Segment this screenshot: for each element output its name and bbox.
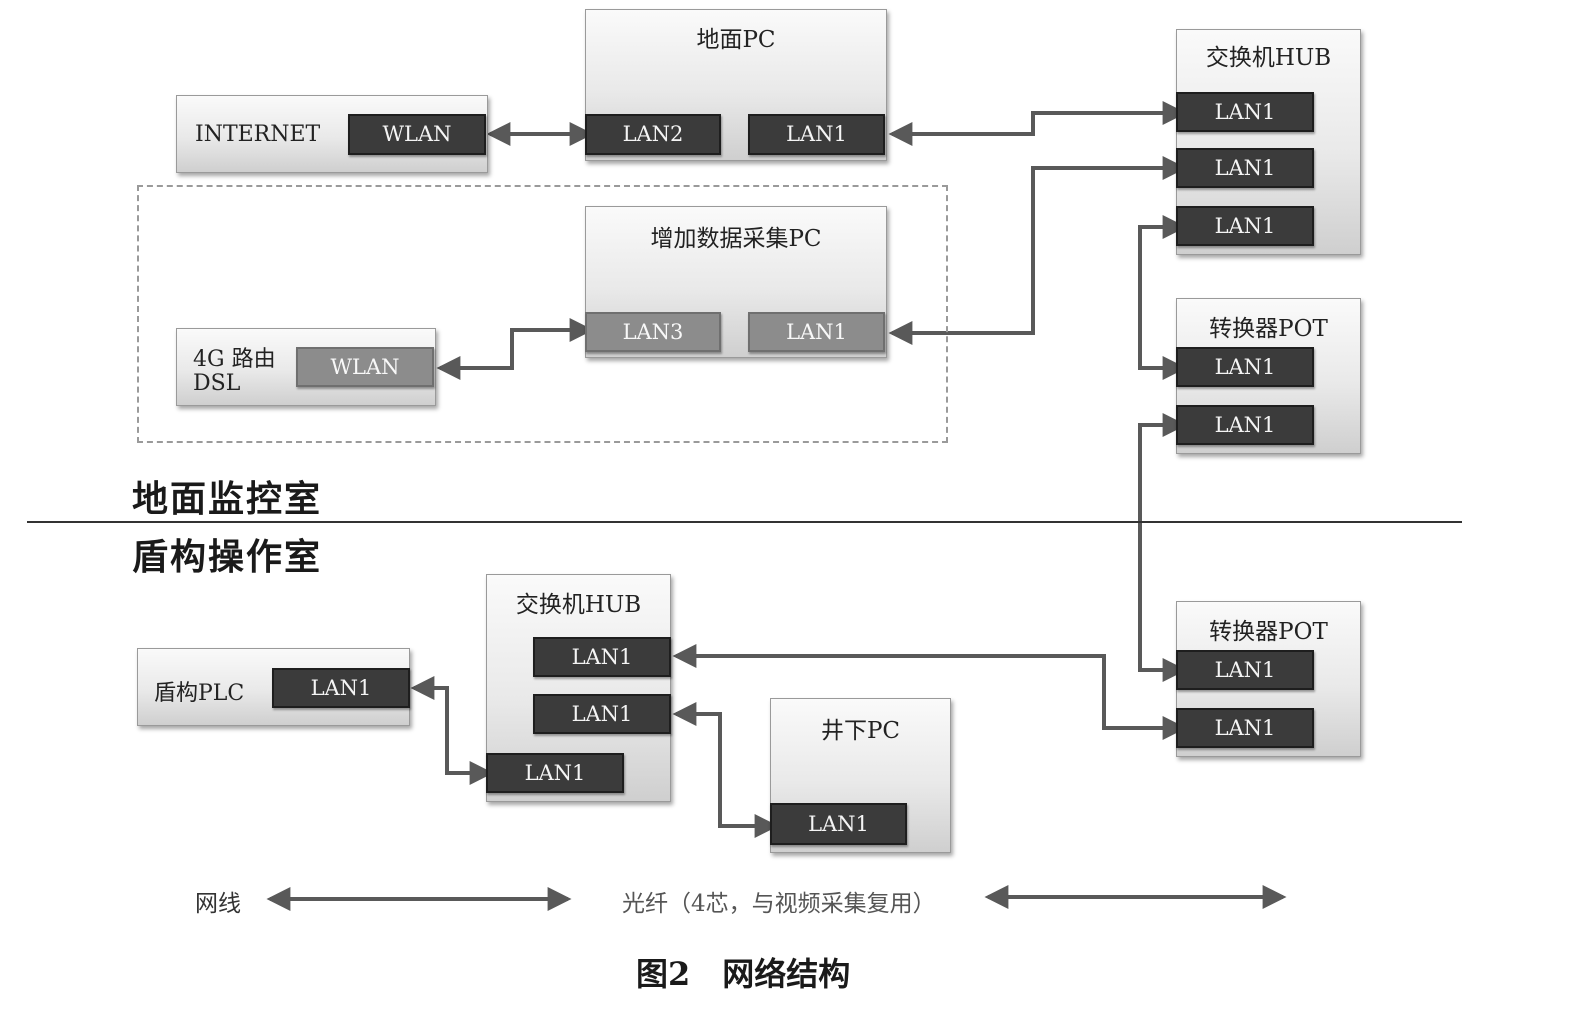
link-bottomhub2-underground xyxy=(672,702,779,838)
top-hub-port-2: LAN1 xyxy=(1176,148,1314,188)
top-hub-title: 交换机HUB xyxy=(1205,45,1332,71)
shield-room-label: 盾构操作室 xyxy=(132,536,323,578)
bottom-converter-port-2: LAN1 xyxy=(1176,708,1314,748)
legend-cable-label: 网线 xyxy=(195,891,241,917)
added-equipment-group xyxy=(137,185,948,443)
link-hub3-converter1 xyxy=(1138,215,1187,380)
router-label-line1: 4G 路由 xyxy=(193,347,276,372)
added-pc-lan3-port: LAN3 xyxy=(585,312,721,352)
internet-box: INTERNET xyxy=(176,95,488,173)
link-groundpc-hub1 xyxy=(888,101,1187,146)
internet-label: INTERNET xyxy=(195,122,321,147)
top-converter-title: 转换器POT xyxy=(1209,316,1328,342)
ground-pc-lan1-port: LAN1 xyxy=(748,114,885,155)
link-bottomhub1-converter2 xyxy=(672,644,1187,740)
top-converter-port-1: LAN1 xyxy=(1176,347,1314,387)
underground-pc-title: 井下PC xyxy=(820,718,901,744)
internet-wlan-port: WLAN xyxy=(348,114,486,155)
top-hub-port-3: LAN1 xyxy=(1176,206,1314,246)
ground-pc-lan2-port: LAN2 xyxy=(585,114,721,155)
shield-plc-label: 盾构PLC xyxy=(154,681,245,706)
added-pc-lan1-port: LAN1 xyxy=(748,312,885,352)
figure-caption: 图2 网络结构 xyxy=(636,955,851,993)
link-router-addedpc xyxy=(436,318,594,380)
router-label-line2: DSL xyxy=(193,371,241,396)
link-addedpc-hub2 xyxy=(888,156,1187,345)
legend-fiber-label: 光纤（4芯，与视频采集复用） xyxy=(622,891,936,917)
link-plc-bottomhub3 xyxy=(410,676,494,785)
ground-pc-title: 地面PC xyxy=(696,27,776,53)
added-pc-title: 增加数据采集PC xyxy=(650,226,822,252)
surface-room-label: 地面监控室 xyxy=(132,478,323,520)
bottom-converter-title: 转换器POT xyxy=(1209,619,1328,645)
shield-plc-port: LAN1 xyxy=(272,668,410,708)
underground-pc-port: LAN1 xyxy=(770,803,907,845)
router-wlan-port: WLAN xyxy=(296,347,434,387)
bottom-hub-title: 交换机HUB xyxy=(515,592,642,618)
bottom-hub-port-3: LAN1 xyxy=(486,753,624,793)
top-converter-port-2: LAN1 xyxy=(1176,405,1314,445)
bottom-hub-port-1: LAN1 xyxy=(533,637,671,677)
bottom-hub-port-2: LAN1 xyxy=(533,694,671,734)
top-hub-port-1: LAN1 xyxy=(1176,92,1314,132)
bottom-converter-port-1: LAN1 xyxy=(1176,650,1314,690)
